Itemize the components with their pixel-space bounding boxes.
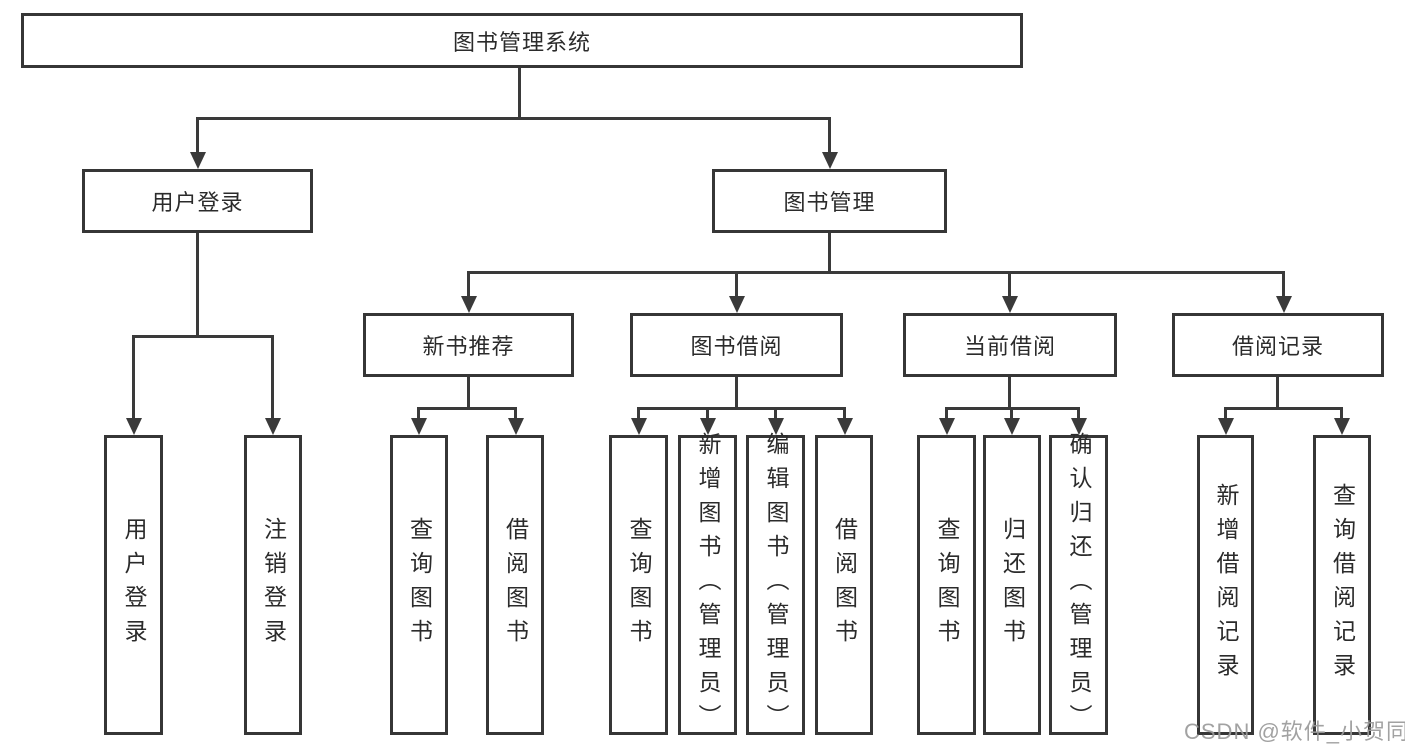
arrow-down-icon [1001, 296, 1018, 313]
connector-drop-user-login [196, 117, 199, 155]
node-new-book-recommend: 新书推荐 [363, 313, 574, 377]
connector-mgmt-bar [467, 271, 1285, 274]
node-leaf-user-login: 用户登录 [104, 435, 163, 735]
arrow-down-icon [836, 418, 853, 435]
node-label: 归还图书 [999, 517, 1026, 653]
node-leaf-nb-query-books: 查询图书 [390, 435, 448, 735]
node-leaf-logout: 注销登录 [244, 435, 302, 735]
arrow-down-icon [1003, 418, 1020, 435]
node-library-management-system: 图书管理系统 [21, 13, 1023, 68]
node-leaf-cb-confirm-return-admin: 确认归还（管理员） [1049, 432, 1108, 738]
node-label: 用户登录 [121, 517, 147, 653]
node-label: 查询图书 [406, 517, 433, 653]
arrow-down-icon [125, 418, 142, 435]
connector-mgmt-stem [828, 233, 831, 274]
connector-drop-current-borrow [1008, 271, 1011, 298]
node-label: 查询图书 [626, 517, 652, 653]
connector-bb-drop-2 [706, 407, 709, 422]
node-label: 图书管理系统 [452, 29, 591, 55]
node-leaf-br-add-record: 新增借阅记录 [1197, 435, 1254, 735]
connector-br-drop-2 [1340, 407, 1343, 422]
connector-br-bar [1224, 407, 1343, 410]
arrow-down-icon [630, 418, 647, 435]
node-label: 编辑图书（管理员） [763, 432, 789, 738]
connector-drop-borrow-records [1282, 271, 1285, 298]
node-leaf-bb-add-books-admin: 新增图书（管理员） [678, 432, 737, 738]
connector-drop-new-books [467, 271, 470, 298]
node-leaf-bb-query-books: 查询图书 [609, 435, 668, 735]
connector-login-stem [196, 233, 199, 338]
connector-cb-stem [1008, 377, 1011, 410]
arrow-down-icon [821, 152, 838, 169]
node-label: 确认归还（管理员） [1066, 432, 1092, 738]
arrow-down-icon [264, 418, 281, 435]
node-label: 图书管理 [783, 190, 876, 215]
node-label: 新增图书（管理员） [695, 432, 721, 738]
arrow-down-icon [1275, 296, 1292, 313]
arrow-down-icon [1217, 418, 1234, 435]
node-label: 借阅图书 [831, 517, 858, 653]
node-label: 新书推荐 [422, 334, 515, 359]
connector-nb-drop-1 [417, 407, 420, 422]
node-label: 用户登录 [151, 190, 244, 215]
node-label: 查询图书 [934, 517, 960, 653]
node-borrowing-records: 借阅记录 [1172, 313, 1384, 377]
connector-nb-stem [467, 377, 470, 410]
node-leaf-br-query-record: 查询借阅记录 [1313, 435, 1371, 735]
connector-br-stem [1276, 377, 1279, 410]
node-label: 借阅图书 [502, 517, 529, 653]
connector-drop-login-leaf [132, 335, 135, 420]
node-current-borrowing: 当前借阅 [903, 313, 1117, 377]
connector-bb-drop-1 [637, 407, 640, 422]
node-leaf-bb-borrow-books: 借阅图书 [815, 435, 873, 735]
connector-cb-drop-1 [945, 407, 948, 422]
arrow-down-icon [507, 418, 524, 435]
node-leaf-cb-return-books: 归还图书 [983, 435, 1041, 735]
node-leaf-nb-borrow-books: 借阅图书 [486, 435, 544, 735]
connector-drop-logout-leaf [271, 335, 274, 420]
connector-drop-book-borrow [735, 271, 738, 298]
connector-drop-book-mgmt [828, 117, 831, 155]
node-label: 当前借阅 [963, 334, 1056, 359]
connector-br-drop-1 [1224, 407, 1227, 422]
connector-nb-drop-2 [514, 407, 517, 422]
arrow-down-icon [938, 418, 955, 435]
arrow-down-icon [767, 418, 784, 435]
arrow-down-icon [728, 296, 745, 313]
connector-root-bar [196, 117, 831, 120]
arrow-down-icon [699, 418, 716, 435]
connector-root-stem [518, 68, 521, 120]
connector-bb-drop-3 [774, 407, 777, 422]
node-label: 图书借阅 [690, 334, 783, 359]
node-book-management: 图书管理 [712, 169, 947, 233]
arrow-down-icon [410, 418, 427, 435]
node-book-borrowing: 图书借阅 [630, 313, 843, 377]
connector-cb-drop-2 [1010, 407, 1013, 422]
arrow-down-icon [1070, 418, 1087, 435]
connector-bb-bar [637, 407, 846, 410]
node-label: 查询借阅记录 [1329, 483, 1356, 687]
arrow-down-icon [189, 152, 206, 169]
connector-bb-stem [735, 377, 738, 410]
node-leaf-bb-edit-books-admin: 编辑图书（管理员） [746, 432, 805, 738]
node-label: 借阅记录 [1231, 334, 1324, 359]
node-leaf-cb-query-books: 查询图书 [917, 435, 976, 735]
connector-bb-drop-4 [843, 407, 846, 422]
connector-login-bar [132, 335, 274, 338]
arrow-down-icon [1333, 418, 1350, 435]
arrow-down-icon [460, 296, 477, 313]
connector-cb-drop-3 [1077, 407, 1080, 422]
node-user-login: 用户登录 [82, 169, 313, 233]
node-label: 注销登录 [260, 517, 287, 653]
node-label: 新增借阅记录 [1213, 483, 1239, 687]
connector-nb-bar [417, 407, 517, 410]
csdn-watermark: CSDN @软件_小贺同学 [1184, 719, 1405, 744]
